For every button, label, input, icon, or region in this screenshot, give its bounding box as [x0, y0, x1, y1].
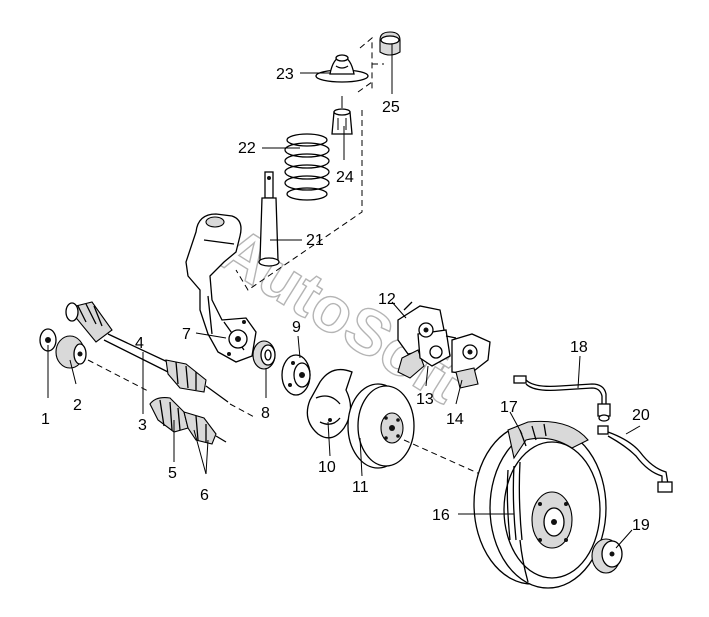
callout-25: 25	[382, 99, 400, 116]
coil-spring	[284, 133, 330, 201]
assembly-guide-shaft	[87, 359, 257, 419]
joint-boot	[149, 397, 227, 445]
callout-labels: 1 2 3 4 5 6 7 8 9 10 11 12 13 14 16 17 1…	[41, 66, 650, 534]
callout-4: 4	[135, 335, 144, 352]
dust-cap	[591, 538, 623, 574]
brake-drum	[473, 423, 607, 589]
callout-10: 10	[318, 459, 336, 476]
callout-14: 14	[446, 411, 464, 428]
brake-hose	[513, 375, 611, 422]
callout-6: 6	[200, 487, 209, 504]
leader-lines	[47, 44, 641, 549]
callout-21: 21	[306, 232, 324, 249]
callout-3: 3	[138, 417, 147, 434]
callout-19: 19	[632, 517, 650, 534]
wear-sensor-cable	[597, 425, 673, 493]
callout-5: 5	[168, 465, 177, 482]
callout-7: 7	[182, 326, 191, 343]
callout-12: 12	[378, 291, 396, 308]
bump-stop	[331, 96, 353, 135]
brake-disc	[347, 383, 415, 469]
callout-9: 9	[292, 319, 301, 336]
callout-1: 1	[41, 411, 50, 428]
callout-22: 22	[238, 140, 256, 157]
callout-23: 23	[276, 66, 294, 83]
inner-cv-joint	[39, 328, 87, 369]
callout-20: 20	[632, 407, 650, 424]
brake-caliper	[397, 301, 491, 389]
strut-top-mount	[315, 54, 369, 83]
callout-2: 2	[73, 397, 82, 414]
callout-24: 24	[336, 169, 354, 186]
callout-16: 16	[432, 507, 450, 524]
mount-bushing	[379, 31, 401, 56]
wheel-bearing	[252, 340, 276, 370]
callout-18: 18	[570, 339, 588, 356]
callout-11: 11	[352, 479, 369, 496]
callout-17: 17	[500, 399, 518, 416]
wheel-hub	[281, 354, 311, 396]
shock-absorber	[258, 171, 280, 267]
splash-shield	[306, 368, 353, 439]
strut-knuckle	[185, 213, 257, 363]
callout-8: 8	[261, 405, 270, 422]
callout-13: 13	[416, 391, 434, 408]
assembly-guide-upper	[235, 36, 384, 291]
drive-shaft	[65, 301, 229, 403]
